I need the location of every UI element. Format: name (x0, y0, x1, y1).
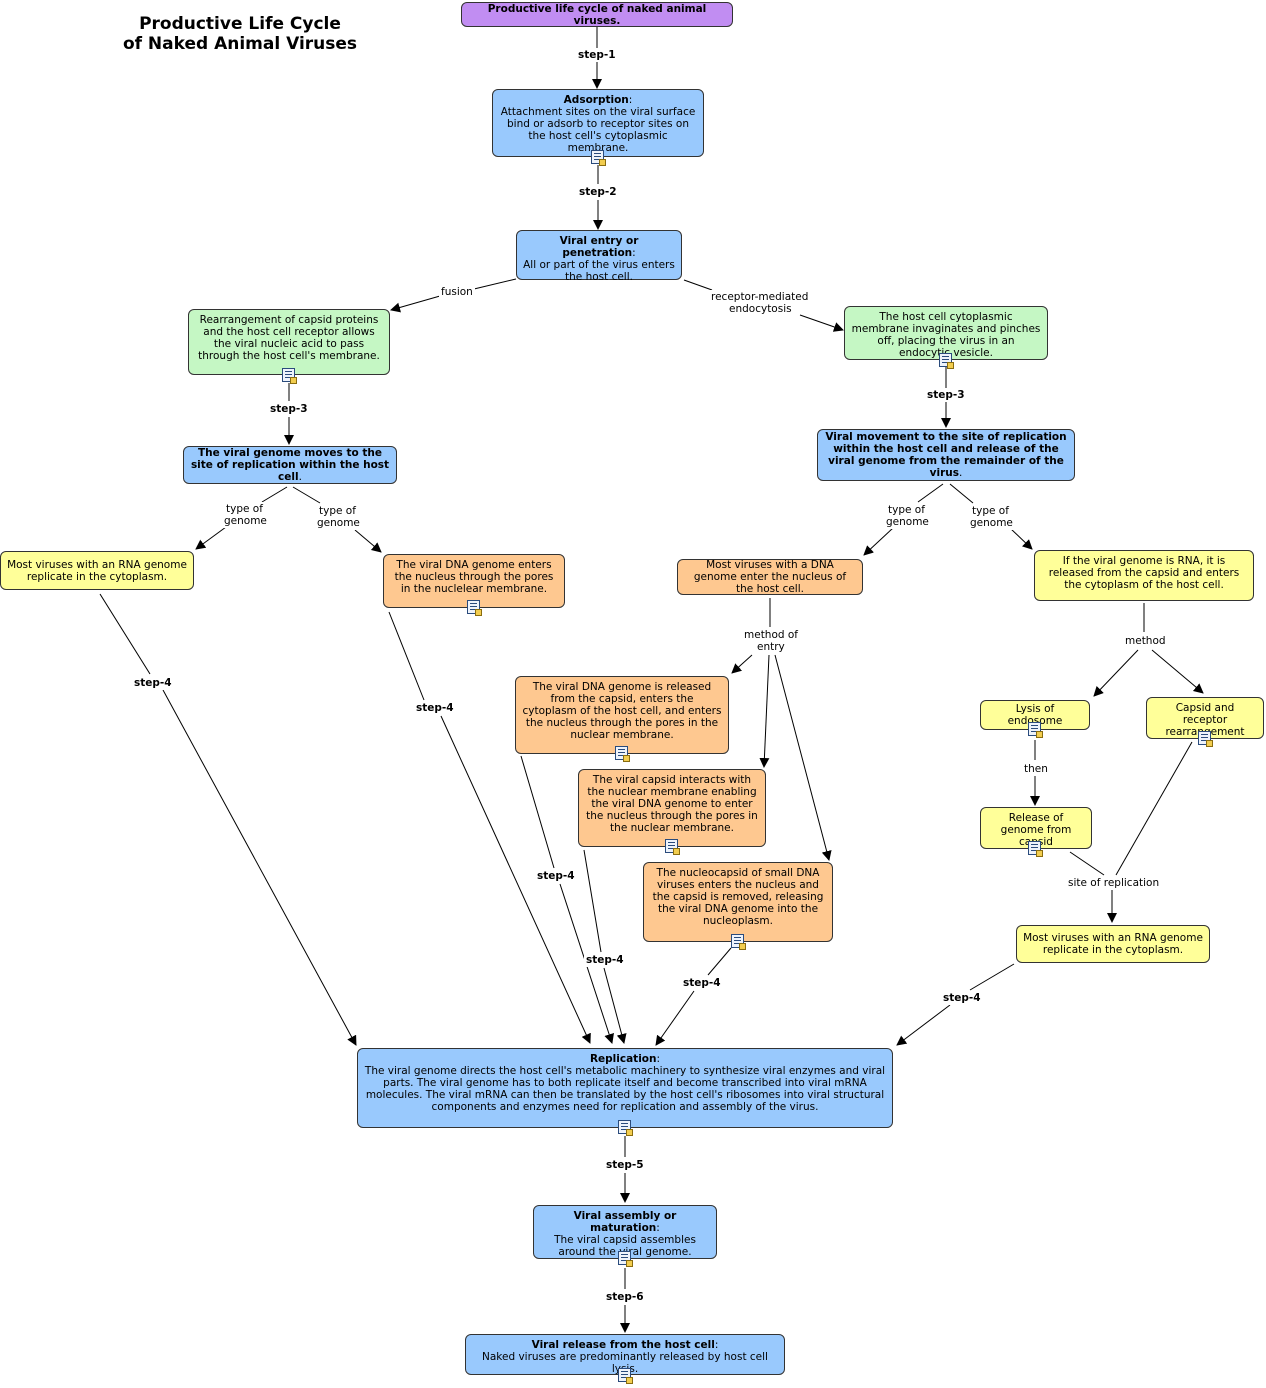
node-rna-released-text: If the viral genome is RNA, it is releas… (1048, 555, 1240, 591)
link-label-step4-a: step-4 (132, 676, 174, 690)
link-label-step4-d: step-4 (584, 953, 626, 967)
link-label-receptor-2: endocytosis (727, 302, 794, 316)
document-resource-icon[interactable] (1028, 841, 1043, 857)
node-rna-right[interactable]: Most viruses with an RNA genome replicat… (1016, 925, 1210, 963)
node-root[interactable]: Productive life cycle of naked animal vi… (461, 2, 733, 27)
link-label-step3-right: step-3 (925, 388, 967, 402)
document-resource-icon[interactable] (467, 600, 482, 616)
document-resource-icon[interactable] (618, 1251, 633, 1267)
link-label-step5: step-5 (604, 1158, 646, 1172)
link-label-type-genome-2b: genome (315, 516, 362, 530)
link-label-type-genome-2a: type of (317, 504, 358, 518)
link-label-then: then (1022, 762, 1050, 776)
node-rna-left-text: Most viruses with an RNA genome replicat… (7, 558, 187, 583)
link-label-method: method (1123, 634, 1168, 648)
node-adsorption[interactable]: Adsorption: Attachment sites on the vira… (492, 89, 704, 157)
link-label-type-genome-4b: genome (968, 516, 1015, 530)
document-resource-icon[interactable] (1198, 731, 1213, 747)
document-resource-icon[interactable] (618, 1368, 633, 1384)
link-label-entry: entry (755, 640, 787, 654)
link-label-step4-f: step-4 (941, 991, 983, 1005)
node-adsorption-heading: Adsorption (563, 94, 629, 106)
diagram-title: Productive Life Cycle of Naked Animal Vi… (110, 14, 370, 54)
link-label-type-genome-3a: type of (886, 503, 927, 517)
node-movement-release[interactable]: Viral movement to the site of replicatio… (817, 429, 1075, 481)
link-label-type-genome-1a: type of (224, 502, 265, 516)
document-resource-icon[interactable] (939, 353, 954, 369)
link-label-step4-b: step-4 (414, 701, 456, 715)
document-resource-icon[interactable] (1028, 722, 1043, 738)
node-release-genome[interactable]: Release of genome from capsid (980, 807, 1092, 849)
node-invaginates-text: The host cell cytoplasmic membrane invag… (851, 311, 1041, 359)
node-nucleocapsid[interactable]: The nucleocapsid of small DNA viruses en… (643, 862, 833, 942)
node-genome-moves[interactable]: The viral genome moves to the site of re… (183, 446, 397, 484)
link-label-step4-c: step-4 (535, 869, 577, 883)
node-dna-nucleus-text: Most viruses with a DNA genome enter the… (693, 559, 847, 595)
node-genome-moves-heading: The viral genome moves to the site of re… (190, 447, 390, 483)
document-resource-icon[interactable] (591, 150, 606, 166)
node-movement-release-body: . (959, 467, 963, 479)
node-rearrangement[interactable]: Rearrangement of capsid proteins and the… (188, 309, 390, 375)
link-label-step1: step-1 (576, 48, 618, 62)
node-rna-left[interactable]: Most viruses with an RNA genome replicat… (0, 551, 194, 590)
node-replication[interactable]: Replication: The viral genome directs th… (357, 1048, 893, 1128)
link-label-step4-e: step-4 (681, 976, 723, 990)
node-adsorption-body: Attachment sites on the viral surface bi… (500, 106, 696, 154)
link-label-receptor-1: receptor-mediated (709, 290, 811, 304)
node-rna-right-text: Most viruses with an RNA genome replicat… (1023, 932, 1203, 956)
node-entry-body: All or part of the virus enters the host… (523, 259, 675, 283)
node-movement-release-heading: Viral movement to the site of replicatio… (825, 431, 1067, 479)
node-entry-heading: Viral entry or penetration (559, 235, 639, 259)
document-resource-icon[interactable] (282, 368, 297, 384)
node-dna-pores[interactable]: The viral DNA genome enters the nucleus … (383, 554, 565, 608)
document-resource-icon[interactable] (615, 746, 630, 762)
link-label-type-genome-4a: type of (970, 504, 1011, 518)
link-label-step6: step-6 (604, 1290, 646, 1304)
node-dna-nucleus[interactable]: Most viruses with a DNA genome enter the… (677, 559, 863, 595)
node-assembly-heading: Viral assembly or maturation (573, 1210, 677, 1234)
node-replication-heading: Replication (589, 1053, 657, 1065)
node-dna-pores-text: The viral DNA genome enters the nucleus … (394, 559, 554, 595)
node-release-genome-text: Release of genome from capsid (1000, 812, 1072, 848)
document-resource-icon[interactable] (618, 1120, 633, 1136)
node-dna-released[interactable]: The viral DNA genome is released from th… (515, 676, 729, 754)
node-release-host-heading: Viral release from the host cell (531, 1339, 715, 1351)
node-replication-body: The viral genome directs the host cell's… (364, 1065, 886, 1113)
document-resource-icon[interactable] (731, 934, 746, 950)
node-nucleocapsid-text: The nucleocapsid of small DNA viruses en… (652, 867, 824, 927)
node-lysis-text: Lysis of endosome (1007, 703, 1063, 727)
node-capsid-interacts[interactable]: The viral capsid interacts with the nucl… (578, 769, 766, 847)
title-line-2: of Naked Animal Viruses (122, 34, 358, 54)
node-invaginates[interactable]: The host cell cytoplasmic membrane invag… (844, 306, 1048, 360)
node-rearrangement-text: Rearrangement of capsid proteins and the… (198, 314, 380, 362)
node-dna-released-text: The viral DNA genome is released from th… (522, 681, 722, 741)
node-root-text: Productive life cycle of naked animal vi… (487, 2, 707, 27)
link-label-step3-left: step-3 (268, 402, 310, 416)
node-rna-released[interactable]: If the viral genome is RNA, it is releas… (1034, 550, 1254, 601)
link-label-fusion: fusion (439, 285, 475, 299)
link-label-step2: step-2 (577, 185, 619, 199)
document-resource-icon[interactable] (665, 839, 680, 855)
node-capsid-interacts-text: The viral capsid interacts with the nucl… (586, 774, 758, 834)
title-line-1: Productive Life Cycle (139, 14, 341, 34)
link-label-method-of: method of (742, 628, 801, 642)
link-label-type-genome-1b: genome (222, 514, 269, 528)
node-genome-moves-body: . (298, 471, 302, 483)
link-label-site-of-replication: site of replication (1066, 876, 1162, 890)
link-label-type-genome-3b: genome (884, 515, 931, 529)
node-entry[interactable]: Viral entry or penetration: All or part … (516, 230, 682, 283)
